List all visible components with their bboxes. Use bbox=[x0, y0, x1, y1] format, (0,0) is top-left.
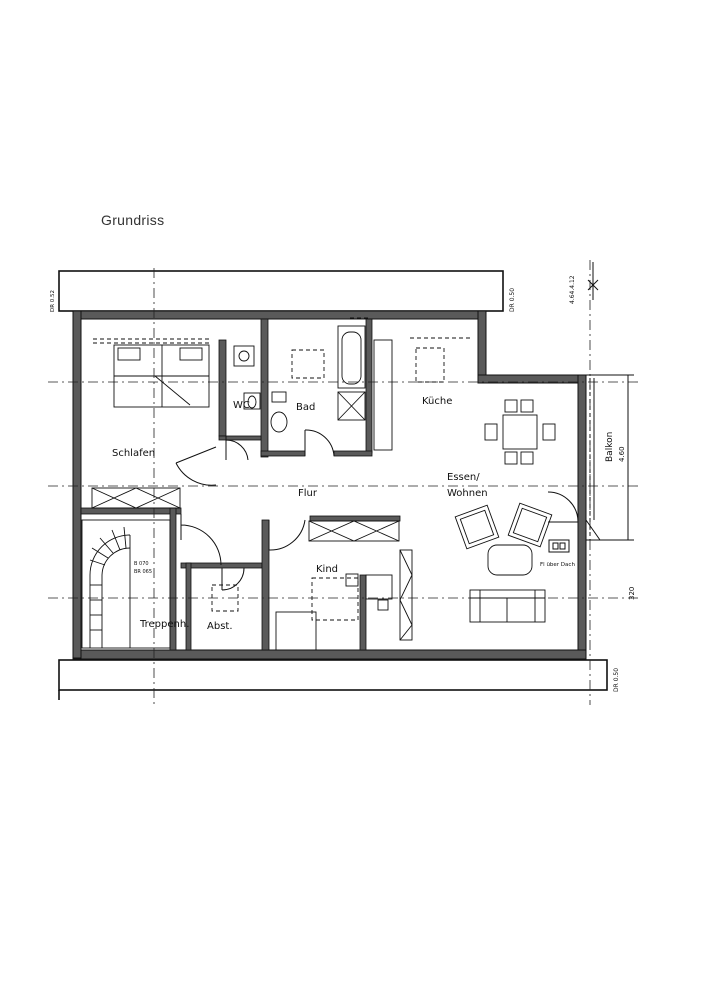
room-label-kueche: Küche bbox=[422, 396, 452, 407]
room-label-schlafen: Schlafen bbox=[112, 448, 155, 459]
stair-spec-1: B 070 bbox=[134, 561, 149, 567]
room-label-balkon: Balkon bbox=[605, 432, 615, 462]
room-label-treppenh: Treppenh. bbox=[139, 619, 189, 630]
wc-fixtures bbox=[233, 345, 261, 410]
level-top-left: DR 0.52 bbox=[50, 290, 56, 312]
living-furniture bbox=[454, 502, 553, 623]
kitchen-fixtures bbox=[373, 339, 556, 465]
wardrobe bbox=[91, 487, 181, 509]
roof-window bbox=[548, 539, 570, 553]
bed bbox=[113, 344, 210, 408]
doors bbox=[175, 429, 579, 591]
room-label-abst: Abst. bbox=[207, 621, 233, 632]
roof-outline bbox=[58, 270, 608, 700]
balkon-dimension bbox=[585, 374, 634, 541]
roof-window-label: Fl über Dach bbox=[540, 562, 575, 568]
room-label-kind: Kind bbox=[316, 564, 338, 575]
room-label-bad: Bad bbox=[296, 402, 315, 413]
kind-furniture bbox=[275, 520, 413, 651]
windows bbox=[72, 317, 591, 660]
north-marker bbox=[587, 262, 599, 300]
bath-fixtures bbox=[270, 325, 366, 433]
stairs bbox=[81, 519, 171, 649]
room-label-wohnen: Wohnen bbox=[447, 488, 488, 499]
outer-walls bbox=[72, 310, 587, 660]
dimension-balkon: 4.60 bbox=[618, 446, 626, 462]
abst-furniture bbox=[211, 584, 239, 612]
level-top-right: DR 0.50 bbox=[509, 288, 516, 312]
dimension-320: 320 bbox=[628, 587, 636, 600]
room-label-flur: Flur bbox=[298, 488, 318, 499]
level-bottom-right: DR 0.50 bbox=[613, 668, 620, 692]
dimension-top-right: 4.64.4.12 bbox=[569, 275, 576, 304]
room-label-wc: WC bbox=[233, 400, 250, 411]
interior-walls bbox=[80, 318, 401, 651]
room-label-essen: Essen/ bbox=[447, 472, 480, 483]
stair-spec-2: BR 065 bbox=[134, 569, 152, 575]
grid-lines bbox=[48, 260, 640, 705]
page-title: Grundriss bbox=[101, 212, 165, 228]
